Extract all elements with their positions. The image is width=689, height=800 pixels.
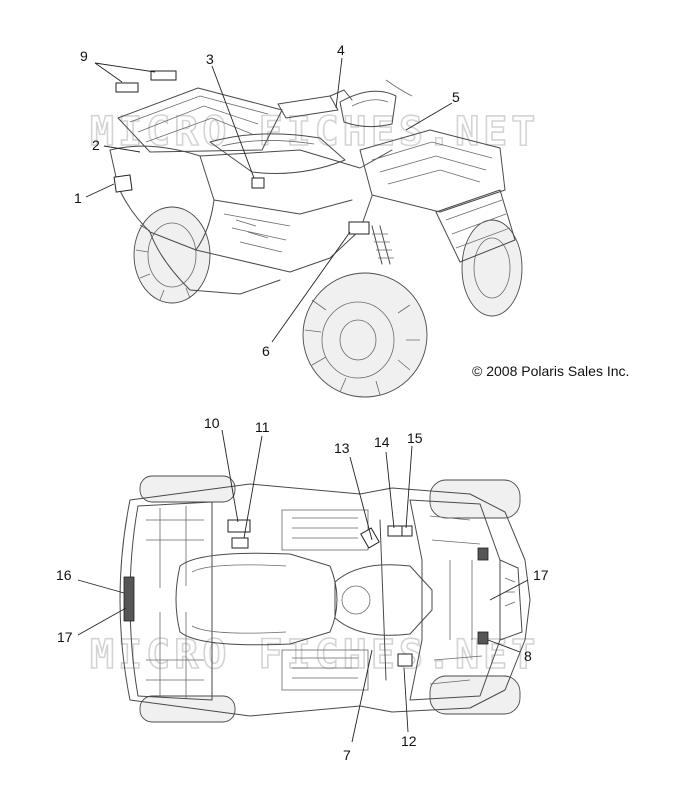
decal-9a (115, 82, 139, 93)
copyright-text: © 2008 Polaris Sales Inc. (472, 363, 629, 379)
decal-16 (123, 576, 135, 622)
wheel-front-right (429, 675, 521, 715)
callout-12: 12 (401, 733, 417, 749)
decal-8 (477, 631, 489, 645)
watermark-bottom: MICRO FICHES.NET (90, 632, 539, 678)
footrest-left (281, 509, 369, 551)
callout-14: 14 (374, 434, 390, 450)
rear-wheel (133, 206, 211, 304)
callout-15: 15 (407, 430, 423, 446)
callout-8: 8 (524, 648, 532, 664)
atv-top-view (119, 475, 531, 723)
front-left-wheel (302, 272, 428, 398)
callout-16: 16 (56, 567, 72, 583)
callout-9: 9 (80, 48, 88, 64)
callout-13: 13 (334, 440, 350, 456)
callout-4: 4 (337, 42, 345, 58)
watermark-top: MICRO FICHES.NET (90, 109, 539, 155)
callout-5: 5 (452, 89, 460, 105)
callout-6: 6 (262, 343, 270, 359)
decal-3 (251, 177, 265, 189)
wheel-rear-left (139, 475, 236, 503)
callout-11: 11 (255, 419, 270, 435)
decal-14 (387, 525, 403, 537)
decal-1 (113, 174, 133, 193)
atv-side-view (109, 70, 523, 398)
decal-9b (150, 70, 177, 81)
callout-17-front: 17 (533, 567, 549, 583)
callout-2: 2 (92, 137, 100, 153)
decal-17-front-left (477, 547, 489, 561)
decal-11 (231, 537, 249, 549)
callout-10: 10 (204, 415, 220, 431)
wheel-rear-right (139, 695, 236, 723)
decal-15 (401, 525, 413, 537)
decal-10 (227, 519, 251, 533)
callout-17-rear: 17 (57, 629, 73, 645)
callout-3: 3 (206, 51, 214, 67)
front-right-wheel (461, 219, 523, 317)
bottom-leaders (77, 429, 529, 743)
decal-13 (360, 527, 380, 549)
callout-1: 1 (74, 190, 82, 206)
callout-7: 7 (343, 747, 351, 763)
top-leaders (85, 57, 453, 343)
decal-6 (348, 221, 370, 235)
decal-12 (397, 653, 413, 667)
wheel-front-left (429, 479, 521, 519)
